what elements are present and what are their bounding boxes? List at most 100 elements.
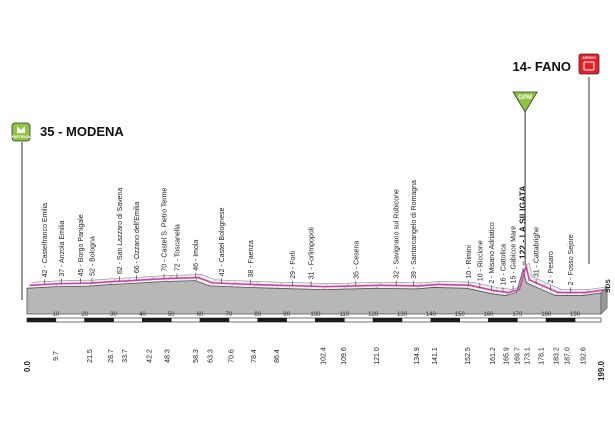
scale-bar-segment xyxy=(488,317,518,323)
town-label: 37 - Anzola Emilia xyxy=(59,220,66,276)
scale-bar-segment xyxy=(113,317,143,323)
town-label: 39 - Santarcangelo di Romagna xyxy=(411,180,418,279)
km-label: 42.2 xyxy=(147,349,154,363)
km-label: 141.1 xyxy=(432,347,439,365)
km-label: 21.5 xyxy=(87,349,94,363)
gpm-badge-icon xyxy=(512,91,538,113)
scale-tick-label: 130 xyxy=(397,312,408,318)
town-label: 46 - Imola xyxy=(193,240,200,271)
scale-bar-segment xyxy=(170,317,201,323)
scale-bar-segment xyxy=(228,317,259,323)
town-label: 38 - Faenza xyxy=(248,240,255,277)
km-label: 169.7 xyxy=(514,347,521,365)
start-flag-icon xyxy=(17,126,25,133)
finish-city-label: 14- FANO xyxy=(512,59,571,74)
town-label: 62 - San Lazzaro di Savena xyxy=(117,188,124,274)
profile-end-cap xyxy=(600,286,608,315)
scale-bar-segment xyxy=(574,317,602,323)
scale-tick-label: 60 xyxy=(197,312,204,318)
km-label: 178.1 xyxy=(539,347,546,365)
scale-bar-segment xyxy=(286,317,316,323)
scale-tick-label: 110 xyxy=(339,312,349,318)
scale-bar-segment xyxy=(26,317,57,323)
km-label: 161.2 xyxy=(490,347,497,365)
scale-bar-segment xyxy=(55,317,85,323)
scale-tick-label: 140 xyxy=(426,312,437,318)
km-label: 183.2 xyxy=(553,347,560,365)
scale-tick-label: 10 xyxy=(53,312,60,318)
km-label: 58.3 xyxy=(193,349,200,363)
profile-front-face xyxy=(26,267,602,315)
town-label: 42 - Castelfranco Emilia xyxy=(42,203,49,277)
scale-tick-label: 80 xyxy=(254,312,261,318)
town-label: 10 - Riccione xyxy=(477,240,484,281)
town-label: 2 - Misano Adriatico xyxy=(489,222,496,284)
scale-tick-label: 50 xyxy=(168,312,175,318)
km-label: 109.6 xyxy=(341,347,348,365)
scale-tick-label: 190 xyxy=(570,312,581,318)
town-label: 122 - LA SILIGATA xyxy=(518,186,528,260)
scale-tick-label: 100 xyxy=(310,312,321,318)
scale-tick-label: 150 xyxy=(455,312,466,318)
gpm-badge-text: GPM xyxy=(518,95,532,101)
km-label: 192.6 xyxy=(581,347,588,365)
scale-bar-segment xyxy=(372,317,403,323)
scale-bar-segment xyxy=(199,317,230,323)
finish-badge-text: ARRIVO xyxy=(582,56,596,60)
km-label: 199.0 xyxy=(597,360,606,381)
scale-tick-label: 180 xyxy=(541,312,552,318)
km-label: 63.3 xyxy=(208,349,215,363)
scale-bar-segment xyxy=(257,317,287,323)
finish-flag-icon xyxy=(583,61,595,71)
km-label: 70.6 xyxy=(229,349,236,363)
scale-bar-segment xyxy=(315,317,345,323)
town-label: 2 - Pesaro xyxy=(548,251,555,283)
scale-bar-segment xyxy=(84,317,114,323)
town-label: 66 - Ozzano dell'Emilia xyxy=(134,202,141,273)
scale-tick-label: 40 xyxy=(139,312,146,318)
town-label: 72 - Toscanella xyxy=(174,224,181,271)
scale-bar-segment xyxy=(459,317,489,323)
km-label: 0.0 xyxy=(23,360,32,372)
km-label: 152.5 xyxy=(465,347,472,365)
scale-bar-segment xyxy=(430,317,460,323)
scale-tick-label: 90 xyxy=(283,312,290,318)
town-label: 31 - Cattabrighe xyxy=(534,227,541,277)
scale-tick-label: 160 xyxy=(483,312,494,318)
scale-tick-label: 120 xyxy=(368,312,379,318)
route-line xyxy=(29,262,605,294)
town-label: 42 - Castel Bolognese xyxy=(219,207,226,276)
scale-tick-label: 70 xyxy=(226,312,233,318)
town-label: 52 - Bologna xyxy=(89,236,96,276)
town-label: 15 - Gabicce Mare xyxy=(511,226,518,284)
town-label: 16 - Cattolica xyxy=(500,244,507,285)
km-label: 48.3 xyxy=(164,349,171,363)
town-label: 70 - Castel S. Pietro Terme xyxy=(162,188,169,272)
scale-bar-segment xyxy=(343,317,374,323)
start-badge-text: PARTENZA xyxy=(12,135,31,139)
km-label: 187.0 xyxy=(564,347,571,365)
scale-bar-segment xyxy=(517,317,547,323)
scale-bar-segment xyxy=(545,317,576,323)
scale-bar-segment xyxy=(142,317,172,323)
scale-tick-label: 170 xyxy=(512,312,523,318)
town-label: 32 - Savignano sul Rubicone xyxy=(394,189,401,279)
km-label: 121.0 xyxy=(374,347,381,365)
town-label: 31 - Forlimpopoli xyxy=(309,227,316,280)
km-label: 28.7 xyxy=(108,349,115,363)
sds-label: SDS xyxy=(605,279,612,293)
km-label: 134.9 xyxy=(414,347,421,365)
scale-tick-label: 30 xyxy=(110,312,117,318)
start-city-label: 35 - MODENA xyxy=(40,124,124,139)
town-label: 2 - Fosso Sejore xyxy=(568,234,575,285)
km-label: 9.7 xyxy=(53,351,60,361)
km-label: 165.9 xyxy=(504,347,511,365)
km-label: 33.7 xyxy=(122,349,129,363)
km-label: 102.4 xyxy=(320,347,327,365)
km-label: 86.4 xyxy=(274,349,281,363)
town-label: 35 - Cesena xyxy=(353,241,360,279)
km-label: 78.4 xyxy=(251,349,258,363)
scale-bar-segment xyxy=(401,317,432,323)
